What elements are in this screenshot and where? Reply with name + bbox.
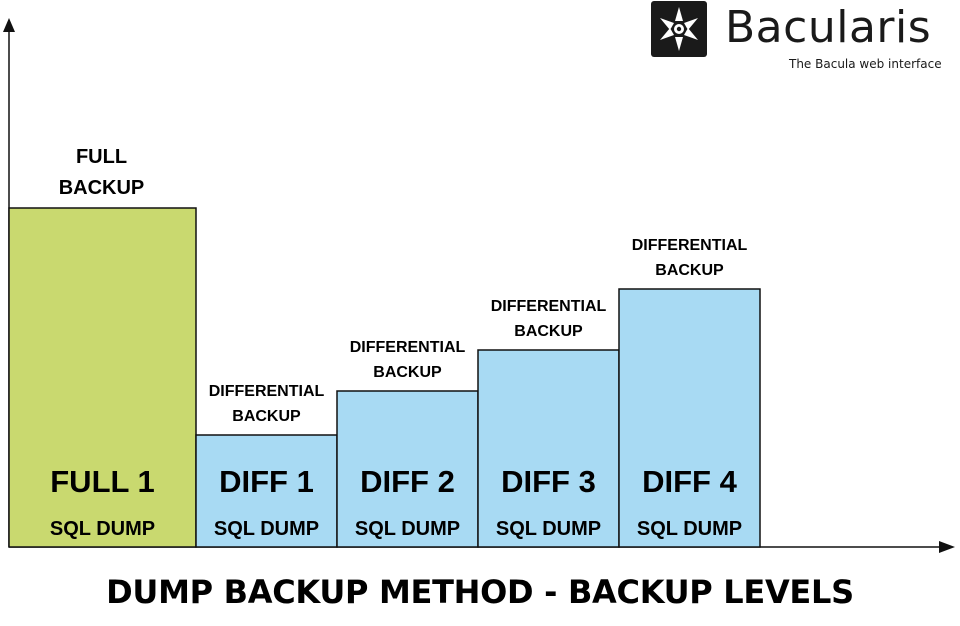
level-caption: DIFFERENTIAL — [209, 383, 325, 400]
level-caption: DIFFERENTIAL — [350, 339, 466, 356]
level-name: DIFF 1 — [219, 464, 314, 499]
level-caption: DIFFERENTIAL — [632, 237, 748, 254]
level-bar-5 — [618, 288, 761, 548]
level-method: SQL DUMP — [355, 518, 460, 540]
level-bar-4 — [477, 349, 620, 548]
level-caption: BACKUP — [232, 408, 301, 425]
brand-tagline: The Bacula web interface — [789, 57, 942, 71]
diagram-title: DUMP BACKUP METHOD - BACKUP LEVELS — [106, 573, 854, 611]
level-name: FULL 1 — [50, 464, 155, 499]
level-caption: FULL — [76, 146, 127, 168]
level-bar-2 — [195, 434, 338, 548]
level-name: DIFF 2 — [360, 464, 455, 499]
level-bar-1 — [8, 207, 197, 548]
level-caption: BACKUP — [59, 177, 145, 199]
level-method: SQL DUMP — [496, 518, 601, 540]
level-bars: FULL 1 SQL DUMP FULL BACKUP DIFF 1 SQL DUMP DI… — [8, 146, 761, 548]
bacularis-logo-icon — [651, 1, 707, 57]
level-caption: BACKUP — [655, 262, 724, 279]
level-method: SQL DUMP — [214, 518, 319, 540]
level-name: DIFF 4 — [642, 464, 737, 499]
level-caption: BACKUP — [373, 364, 442, 381]
level-caption: DIFFERENTIAL — [491, 298, 607, 315]
level-name: DIFF 3 — [501, 464, 596, 499]
brand-name: Bacularis — [725, 2, 932, 53]
x-axis-arrow — [939, 541, 955, 553]
level-bar-3 — [336, 390, 479, 548]
level-caption: BACKUP — [514, 323, 583, 340]
y-axis-arrow — [3, 18, 15, 32]
level-method: SQL DUMP — [50, 518, 155, 540]
level-method: SQL DUMP — [637, 518, 742, 540]
